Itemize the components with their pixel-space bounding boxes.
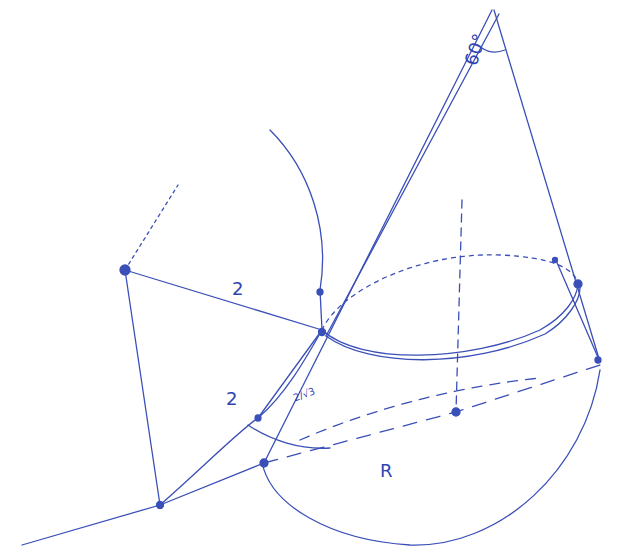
cone-generator — [555, 258, 600, 362]
length-label: 2 — [232, 280, 243, 298]
point — [553, 258, 558, 263]
point — [574, 280, 582, 288]
cone-axis — [456, 200, 462, 412]
radius-line — [125, 270, 160, 505]
angle-arc — [482, 48, 505, 52]
base-circle — [262, 370, 600, 545]
cone-generator — [264, 10, 492, 463]
angle-label: 60° — [462, 32, 489, 68]
radius-label: R — [380, 462, 393, 480]
tangency-circle-front — [322, 284, 578, 355]
radius-line — [125, 270, 322, 330]
segment — [258, 330, 322, 418]
point — [260, 459, 268, 467]
point — [452, 408, 460, 416]
point — [120, 265, 130, 275]
tangency-circle-front — [326, 288, 580, 360]
sphere-arc — [248, 425, 330, 448]
point — [255, 415, 261, 421]
point — [317, 289, 323, 295]
radius-line — [125, 185, 178, 270]
length-label: 2 — [226, 390, 237, 408]
length-label: 2/√3 — [292, 386, 317, 403]
ground-line — [22, 463, 264, 545]
tangency-circle-back — [322, 255, 578, 330]
cone-generator — [494, 10, 600, 362]
base-circle-back — [300, 378, 540, 440]
sphere-arc — [270, 130, 323, 330]
point — [595, 357, 601, 363]
sphere-arc — [160, 330, 322, 505]
point — [157, 502, 164, 509]
point — [319, 329, 326, 336]
cone-generator — [326, 14, 499, 336]
